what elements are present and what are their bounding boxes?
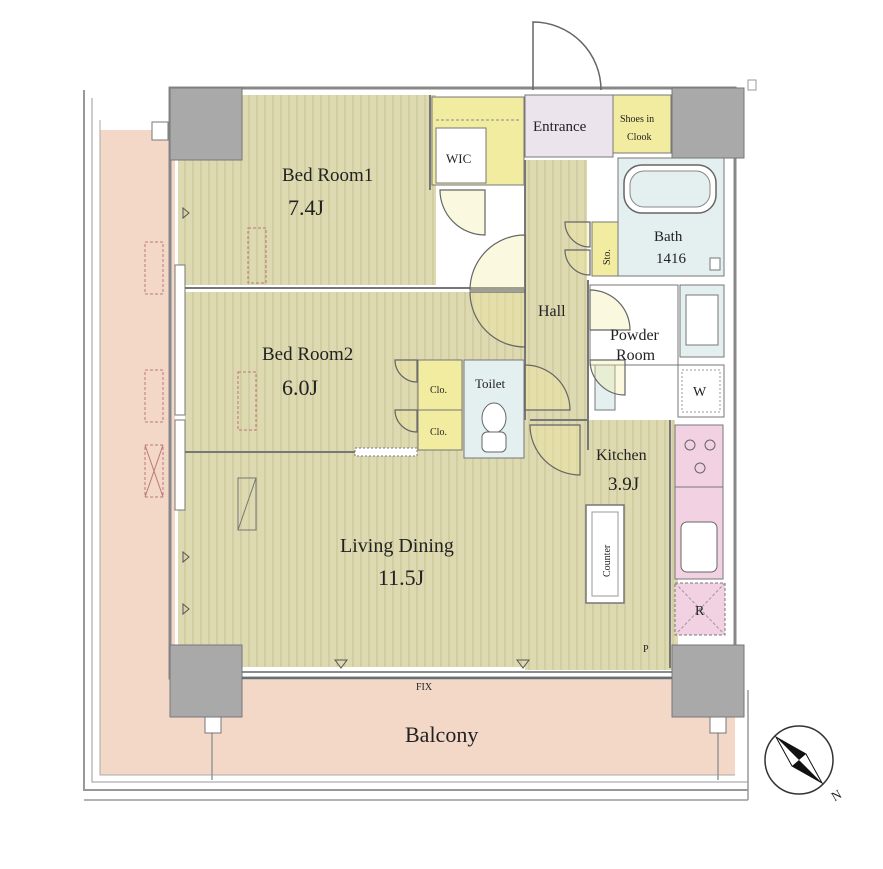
fridge-cross2: [674, 582, 726, 636]
fix-label: FIX: [416, 682, 433, 693]
shoes-closet: [612, 94, 672, 154]
bathtub-inner: [629, 170, 711, 208]
burner1: [684, 439, 696, 451]
sink: [680, 521, 718, 573]
hall-label: Hall: [538, 303, 566, 320]
closet2: [417, 409, 463, 451]
shoes-label-2: Clook: [627, 132, 651, 143]
front-glazing: [242, 671, 672, 679]
left-windows: [174, 264, 186, 511]
toilet-label: Toilet: [475, 376, 506, 391]
bath-code: 1416: [656, 251, 687, 267]
storage-closet: [591, 221, 619, 277]
p-label: P: [643, 644, 649, 655]
entrance-door[interactable]: [532, 21, 602, 91]
balcony-fittings: [151, 121, 727, 734]
wic-label: WIC: [446, 151, 471, 166]
entrance-area: [524, 94, 614, 158]
bedroom1-label: Bed Room1: [282, 165, 373, 186]
balcony-label: Balcony: [405, 722, 478, 747]
pillars: [169, 87, 745, 718]
toilet-bowl: [481, 402, 507, 434]
counter-label: Counter: [602, 544, 613, 577]
hall-floor: [525, 160, 587, 450]
toilet-tank: [481, 431, 507, 453]
bath-fixture: [709, 257, 721, 271]
balcony-vents: [144, 227, 267, 498]
shoes-label-1: Shoes in: [620, 114, 654, 125]
washer-space: [677, 364, 725, 418]
living-vent: [237, 477, 257, 531]
closet2-label: Clo.: [430, 427, 447, 438]
bath-label: Bath: [654, 229, 683, 245]
powder-label-2: Room: [616, 347, 656, 364]
living-size: 11.5J: [378, 565, 425, 590]
fridge-label: R: [695, 604, 705, 619]
north-arrow-icon: [764, 725, 834, 795]
powder-shelf: [594, 364, 616, 411]
kitchen-size: 3.9J: [608, 474, 639, 495]
bedroom2-label: Bed Room2: [262, 344, 353, 365]
kitchen-label: Kitchen: [596, 447, 647, 464]
powder-area: [589, 284, 679, 366]
balcony-vent-cross2: [144, 444, 164, 498]
bedroom2-size: 6.0J: [282, 375, 319, 400]
wash-basin-inner: [685, 294, 719, 346]
stove: [674, 424, 724, 488]
counter-inner: [591, 511, 619, 597]
entrance-label: Entrance: [533, 119, 587, 135]
burner2: [704, 439, 716, 451]
wic-inner: [435, 127, 487, 184]
powder-label-1: Powder: [610, 327, 660, 344]
north-label: N: [829, 786, 845, 804]
door-swings: [394, 189, 631, 476]
bedroom1-size: 7.4J: [288, 195, 325, 220]
closet1-label: Clo.: [430, 385, 447, 396]
bed2-shelf: [354, 447, 418, 457]
living-vent-line: [237, 477, 257, 531]
glazing-markers: [182, 206, 530, 669]
burner3: [694, 462, 706, 474]
living-label: Living Dining: [340, 535, 454, 557]
washer-label: W: [693, 385, 707, 400]
storage-label: Sto.: [602, 249, 613, 265]
